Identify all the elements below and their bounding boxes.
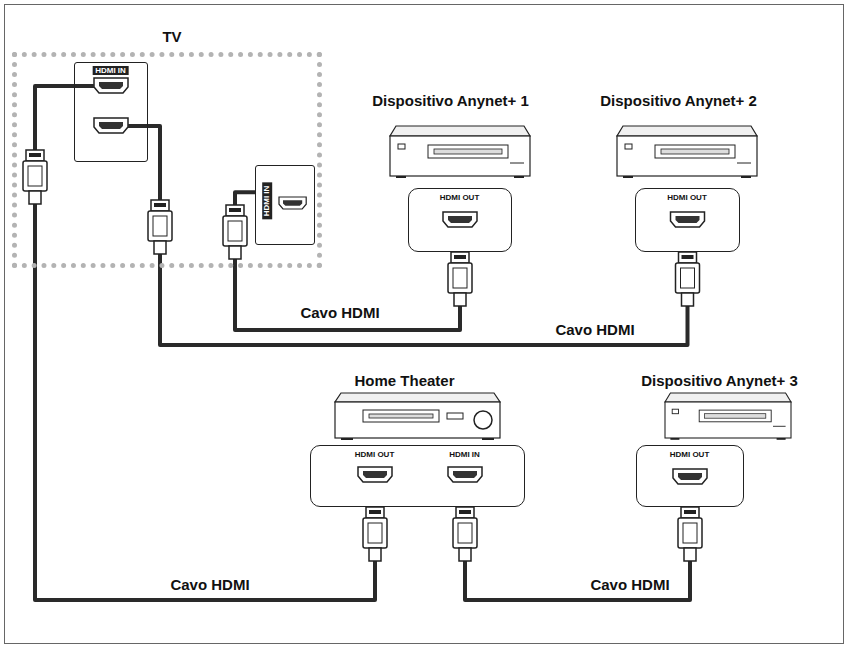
cable-end [128, 124, 148, 128]
device-port-callout: Home TheaterHDMI OUTHDMI IN [310, 445, 525, 507]
hdmi-port [671, 212, 705, 227]
cable-label: Cavo HDMI [297, 304, 382, 322]
hdmi-cable [465, 507, 690, 600]
hdmi-plug [676, 252, 700, 306]
port-label: HDMI OUT [440, 193, 480, 203]
cable-label: Cavo HDMI [587, 576, 672, 594]
hdmi-plug [678, 507, 702, 561]
device-title: TV [162, 28, 181, 46]
port-label: HDMI OUT [667, 193, 707, 203]
hdmi-port [94, 78, 128, 93]
device-front [335, 402, 500, 438]
device-foot [482, 438, 494, 440]
hdmi-port [673, 469, 707, 484]
hdmi-port [443, 212, 477, 227]
cable-end [74, 84, 94, 88]
hdmi-port [448, 467, 482, 482]
hdmi-cable [148, 126, 688, 345]
device-title: Dispositivo Anynet+ 1 [372, 92, 529, 110]
hdmi-plug [453, 507, 477, 561]
cable-label: Cavo HDMI [552, 321, 637, 339]
tray-slot [369, 414, 433, 418]
display-window [447, 413, 463, 419]
player-device [665, 393, 791, 440]
outer-frame [5, 5, 844, 644]
device-port-callout: Dispositivo Anynet+ 2HDMI OUT [635, 188, 740, 252]
hdmi-plug [223, 205, 247, 259]
device-top [335, 393, 500, 402]
device-foot [341, 438, 353, 440]
device-port-callout: Dispositivo Anynet+ 1HDMI OUT [408, 188, 512, 252]
player-device [617, 126, 757, 178]
device-port-callout: Dispositivo Anynet+ 3HDMI OUT [636, 445, 744, 507]
hdmi-port [358, 467, 392, 482]
device-title: Dispositivo Anynet+ 3 [641, 372, 798, 390]
side-input-panel: HDMI IN [255, 165, 315, 245]
port-label: HDMI IN [449, 450, 480, 460]
device-title: Dispositivo Anynet+ 2 [600, 92, 757, 110]
hdmi-port [94, 118, 128, 133]
tv-region: HDMI INHDMI INTV [12, 52, 322, 268]
disc-tray [363, 410, 439, 422]
hdmi-plug [448, 252, 472, 306]
port-label: HDMI IN [262, 182, 272, 219]
device-title: Home Theater [354, 372, 454, 390]
home-theater-device [335, 393, 500, 440]
port-label: HDMI IN [92, 66, 129, 76]
hdmi-input-panel: HDMI IN [74, 62, 148, 162]
hdmi-port [279, 197, 306, 209]
hdmi-plug [363, 507, 387, 561]
port-label: HDMI OUT [355, 450, 395, 460]
port-label: HDMI OUT [670, 450, 710, 460]
cable-label: Cavo HDMI [167, 576, 252, 594]
hdmi-plug [148, 200, 172, 254]
volume-knob [474, 411, 492, 429]
hdmi-cable [35, 86, 375, 600]
hdmi-plug [23, 150, 47, 204]
player-device [390, 126, 530, 178]
